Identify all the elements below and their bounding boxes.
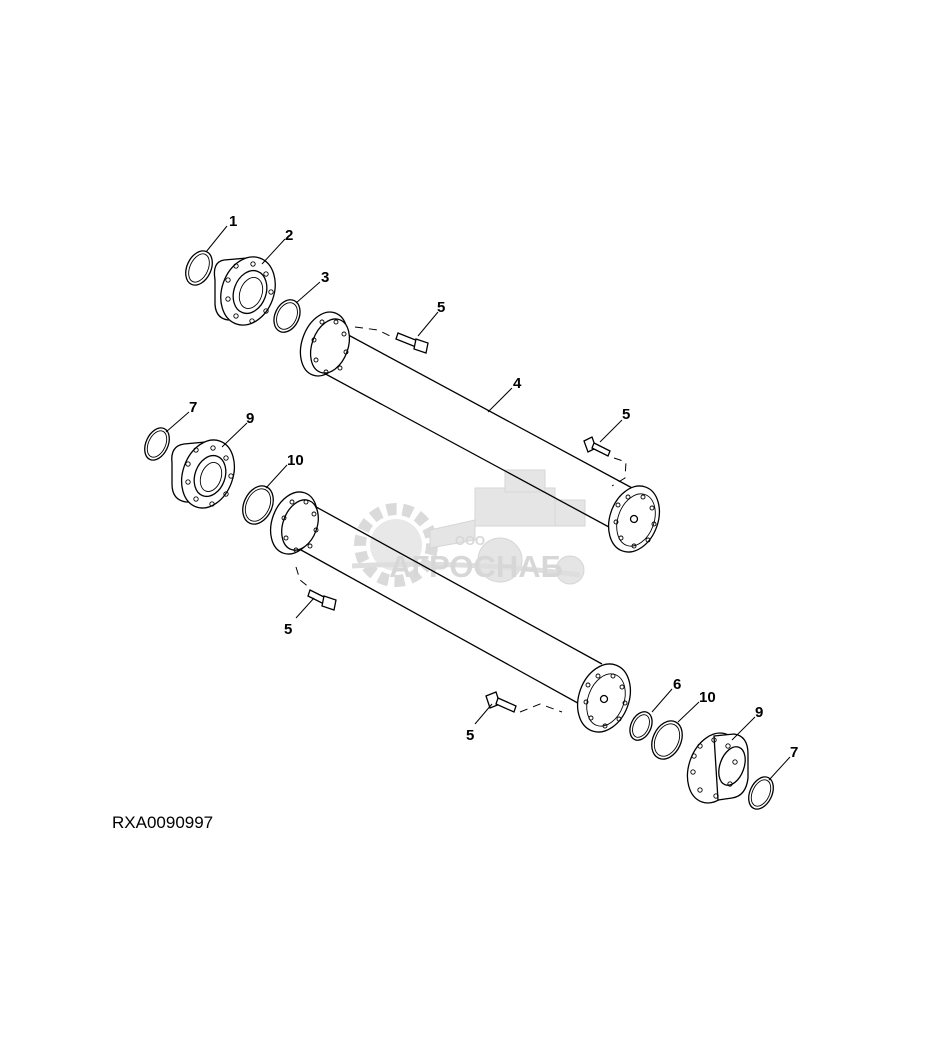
- callout-4: 4: [487, 375, 522, 413]
- callout-10-left: 10: [265, 452, 304, 489]
- callout-2-label: 2: [285, 227, 293, 244]
- callout-6-label: 6: [673, 676, 681, 693]
- callout-5d-label: 5: [466, 727, 474, 744]
- watermark-prefix: ООО: [455, 533, 485, 548]
- callout-9-right: 9: [731, 704, 763, 741]
- callout-5-upper-right: 5: [599, 406, 630, 443]
- callout-7-right: 7: [768, 744, 798, 781]
- callout-5a-label: 5: [437, 299, 445, 316]
- callout-1: 1: [205, 213, 237, 253]
- part-5-bolt-upper-right: [583, 436, 627, 487]
- watermark-logo: ООО АГРОСНАБ: [351, 469, 586, 587]
- callout-7b-label: 7: [790, 744, 798, 761]
- part-4-axle-tube-upper: [299, 311, 661, 553]
- callout-9a-label: 9: [246, 410, 254, 427]
- harvester-icon: [429, 469, 586, 585]
- callout-5c-label: 5: [284, 621, 292, 638]
- part-2-flange-hub: [213, 256, 276, 326]
- reference-code: RXA0090997: [112, 813, 214, 832]
- watermark-brand: АГРОСНАБ: [389, 549, 563, 584]
- callout-7a-label: 7: [189, 399, 197, 416]
- callout-9-left: 9: [221, 410, 254, 448]
- callout-9b-label: 9: [755, 704, 763, 721]
- callout-3: 3: [295, 269, 329, 304]
- callout-5b-label: 5: [622, 406, 630, 423]
- part-5-bolt-lower-right: [485, 691, 563, 713]
- part-3-o-ring: [273, 299, 301, 333]
- part-9-flange-hub-right: [686, 732, 749, 804]
- part-10-o-ring-right: [651, 720, 683, 760]
- part-7-snap-ring-right: [748, 776, 774, 810]
- part-1-snap-ring: [185, 250, 213, 286]
- part-5-bolt-upper-left: [354, 326, 429, 354]
- part-7-snap-ring-left: [144, 427, 170, 461]
- callout-1-label: 1: [229, 213, 237, 230]
- callout-10b-label: 10: [699, 689, 716, 706]
- callout-10a-label: 10: [287, 452, 304, 469]
- part-9-flange-hub-left: [171, 439, 236, 509]
- callout-5-upper-left: 5: [417, 299, 445, 337]
- callout-6: 6: [651, 676, 681, 713]
- part-5-bolt-lower-left: [295, 566, 337, 611]
- callout-10-right: 10: [677, 689, 716, 723]
- callout-2: 2: [261, 227, 293, 265]
- callout-5-lower-left: 5: [284, 597, 315, 638]
- callout-3-label: 3: [321, 269, 329, 286]
- part-4-axle-tube-lower: [269, 491, 632, 733]
- part-6-snap-ring: [629, 711, 653, 741]
- callout-7-left: 7: [165, 399, 197, 433]
- callout-4-label: 4: [513, 375, 522, 392]
- callout-5-lower-right: 5: [466, 703, 493, 744]
